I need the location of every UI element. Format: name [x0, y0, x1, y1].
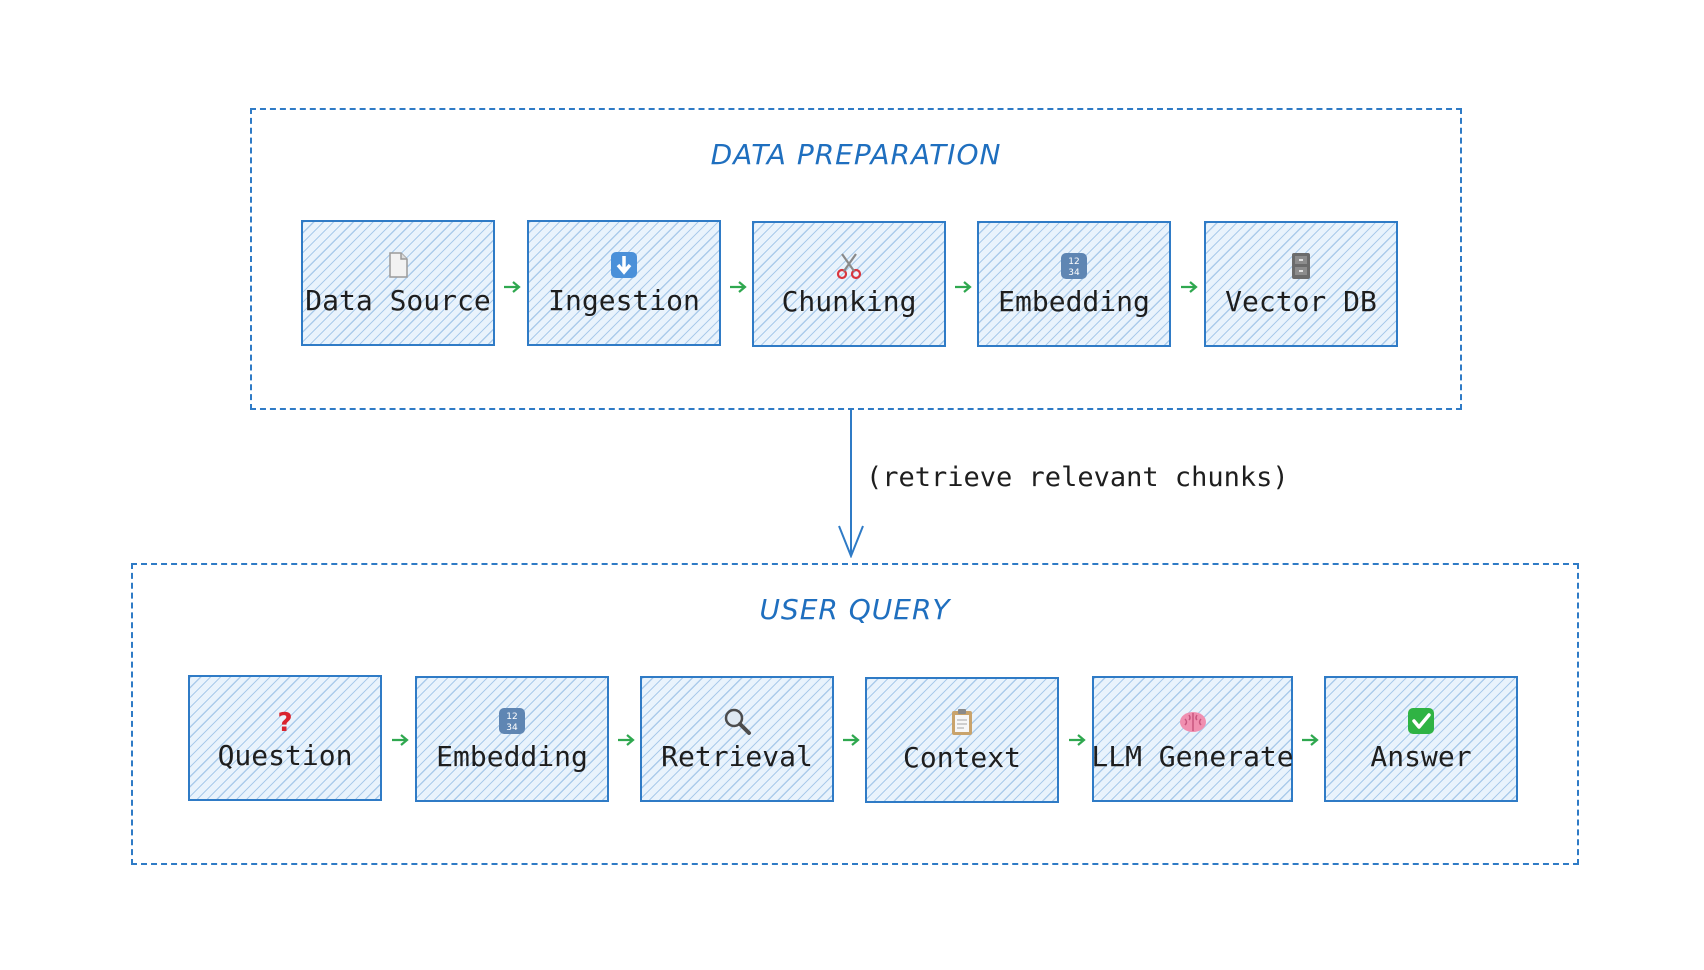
flow-arrow — [1069, 734, 1086, 746]
node-label: Retrieval — [661, 739, 813, 773]
file-cabinet-icon — [1286, 251, 1316, 281]
data-preparation-title: DATA PREPARATION — [710, 138, 1002, 171]
flow-arrow — [392, 734, 409, 746]
user-query-title: USER QUERY — [759, 593, 951, 626]
node-retrieval[interactable]: Retrieval — [640, 676, 834, 802]
brain-icon — [1178, 706, 1208, 736]
node-label: Question — [217, 738, 353, 772]
down-arrow-icon — [609, 250, 639, 280]
node-label: Context — [902, 740, 1021, 774]
flow-arrow — [843, 734, 860, 746]
node-label: Vector DB — [1225, 284, 1377, 318]
numbers-icon: 12 34 — [497, 706, 527, 736]
node-answer[interactable]: Answer — [1324, 676, 1518, 802]
node-question[interactable]: ? Question — [188, 675, 382, 801]
check-mark-icon — [1406, 706, 1436, 736]
node-label: Embedding — [436, 739, 588, 773]
document-icon — [383, 250, 413, 280]
numbers-icon: 12 34 — [1059, 251, 1089, 281]
node-embedding[interactable]: 12 34 Embedding — [977, 221, 1171, 347]
node-data-source[interactable]: Data Source — [301, 220, 495, 346]
node-vector-db[interactable]: Vector DB — [1204, 221, 1398, 347]
svg-text:34: 34 — [506, 723, 518, 733]
node-llm-generate[interactable]: LLM Generate — [1091, 676, 1294, 802]
svg-text:34: 34 — [1068, 268, 1080, 278]
node-label: Chunking — [781, 284, 917, 318]
node-context[interactable]: Context — [865, 677, 1059, 803]
svg-text:12: 12 — [506, 712, 517, 722]
user-query-group: USER QUERY — [131, 563, 1579, 865]
svg-text:12: 12 — [1068, 257, 1079, 267]
scissors-icon — [834, 251, 864, 281]
question-mark-icon: ? — [270, 705, 300, 735]
retrieve-connector-arrow — [838, 408, 864, 558]
clipboard-icon — [947, 707, 977, 737]
flow-arrow — [955, 281, 972, 293]
connector-label: (retrieve relevant chunks) — [866, 462, 1289, 493]
flow-arrow — [1302, 734, 1319, 746]
node-label: Data Source — [305, 283, 491, 317]
flow-arrow — [618, 734, 635, 746]
node-label: Answer — [1370, 739, 1472, 773]
node-embedding-query[interactable]: 12 34 Embedding — [415, 676, 609, 802]
data-preparation-group: DATA PREPARATION — [250, 108, 1462, 410]
svg-text:?: ? — [277, 708, 292, 735]
flow-arrow — [1181, 281, 1198, 293]
node-label: Ingestion — [548, 283, 700, 317]
node-label: Embedding — [998, 284, 1150, 318]
node-chunking[interactable]: Chunking — [752, 221, 946, 347]
flow-arrow — [504, 281, 521, 293]
node-ingestion[interactable]: Ingestion — [527, 220, 721, 346]
magnifier-icon — [722, 706, 752, 736]
node-label: LLM Generate — [1091, 739, 1294, 773]
flow-arrow — [730, 281, 747, 293]
